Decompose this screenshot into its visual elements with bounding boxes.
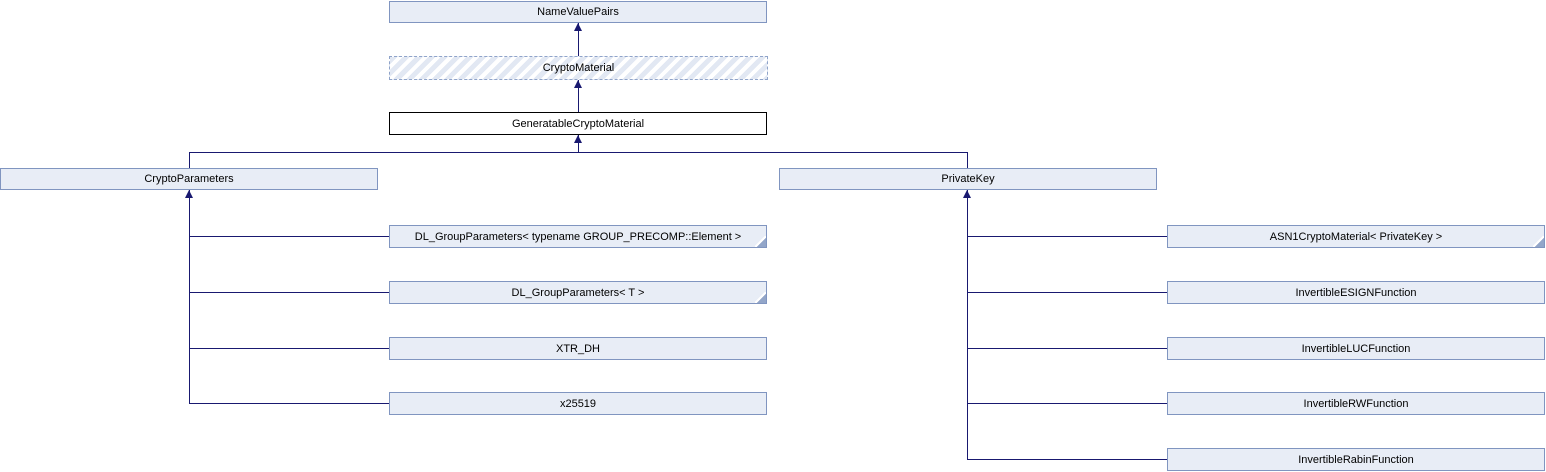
node-label: NameValuePairs: [537, 6, 619, 18]
node-invertiblerwfunction[interactable]: InvertibleRWFunction: [1167, 392, 1545, 415]
edge-branch-dl-groupparameters-precomp: [189, 236, 389, 237]
node-label: GeneratableCryptoMaterial: [511, 117, 645, 130]
node-label: InvertibleLUCFunction: [1301, 342, 1411, 355]
node-namevaluepairs[interactable]: NameValuePairs: [389, 1, 767, 23]
edge-branch-xtr-dh: [189, 348, 389, 349]
node-label: InvertibleRabinFunction: [1298, 453, 1414, 466]
node-dl-groupparameters-t[interactable]: DL_GroupParameters< T >: [389, 281, 767, 304]
node-xtr-dh[interactable]: XTR_DH: [389, 337, 767, 360]
node-label: x25519: [559, 397, 597, 410]
edge-branch-asn1cryptomaterial: [967, 236, 1167, 237]
edge-branch-invertible-rw: [967, 403, 1167, 404]
edge-children-to-generatable-stem: [578, 135, 579, 153]
edge-cryptoparameters-trunk: [189, 190, 190, 404]
truncated-corner-icon: [755, 292, 766, 303]
arrowhead-up-icon: [574, 23, 582, 31]
node-privatekey[interactable]: PrivateKey: [779, 168, 1157, 190]
node-label: PrivateKey: [941, 173, 995, 185]
arrowhead-up-icon: [574, 135, 582, 143]
node-invertiblelucfunction[interactable]: InvertibleLUCFunction: [1167, 337, 1545, 360]
arrowhead-up-icon: [574, 80, 582, 88]
node-cryptoparameters[interactable]: CryptoParameters: [0, 168, 378, 190]
node-label: InvertibleESIGNFunction: [1295, 286, 1417, 299]
node-label: CryptoMaterial: [542, 62, 615, 74]
edge-cryptoparameters-drop: [189, 152, 190, 168]
node-label: CryptoParameters: [144, 173, 234, 185]
edge-children-to-generatable-bus: [189, 152, 968, 153]
node-asn1cryptomaterial-privatekey[interactable]: ASN1CryptoMaterial< PrivateKey >: [1167, 225, 1545, 248]
node-label: DL_GroupParameters< T >: [511, 286, 645, 299]
node-generatablecryptomaterial-current: GeneratableCryptoMaterial: [389, 112, 767, 135]
truncated-corner-icon: [755, 236, 766, 247]
node-invertiblerabinfunction[interactable]: InvertibleRabinFunction: [1167, 448, 1545, 471]
node-x25519[interactable]: x25519: [389, 392, 767, 415]
edge-branch-dl-groupparameters-t: [189, 292, 389, 293]
node-invertibleesignfunction[interactable]: InvertibleESIGNFunction: [1167, 281, 1545, 304]
node-dl-groupparameters-precomp-element[interactable]: DL_GroupParameters< typename GROUP_PRECO…: [389, 225, 767, 248]
truncated-corner-icon: [1533, 236, 1544, 247]
node-label: XTR_DH: [555, 342, 600, 355]
edge-privatekey-drop: [967, 152, 968, 168]
edge-branch-x25519: [189, 403, 389, 404]
edge-branch-invertible-luc: [967, 348, 1167, 349]
edge-branch-invertible-esign: [967, 292, 1167, 293]
edge-cryptomaterial-to-namevaluepairs: [578, 23, 579, 56]
node-cryptomaterial[interactable]: CryptoMaterial: [389, 56, 768, 80]
node-label: InvertibleRWFunction: [1303, 397, 1409, 410]
edge-branch-invertible-rabin: [967, 459, 1167, 460]
node-label: DL_GroupParameters< typename GROUP_PRECO…: [414, 230, 742, 243]
edge-generatable-to-cryptomaterial: [578, 80, 579, 112]
node-label: ASN1CryptoMaterial< PrivateKey >: [1269, 230, 1443, 243]
edge-privatekey-trunk: [967, 190, 968, 460]
